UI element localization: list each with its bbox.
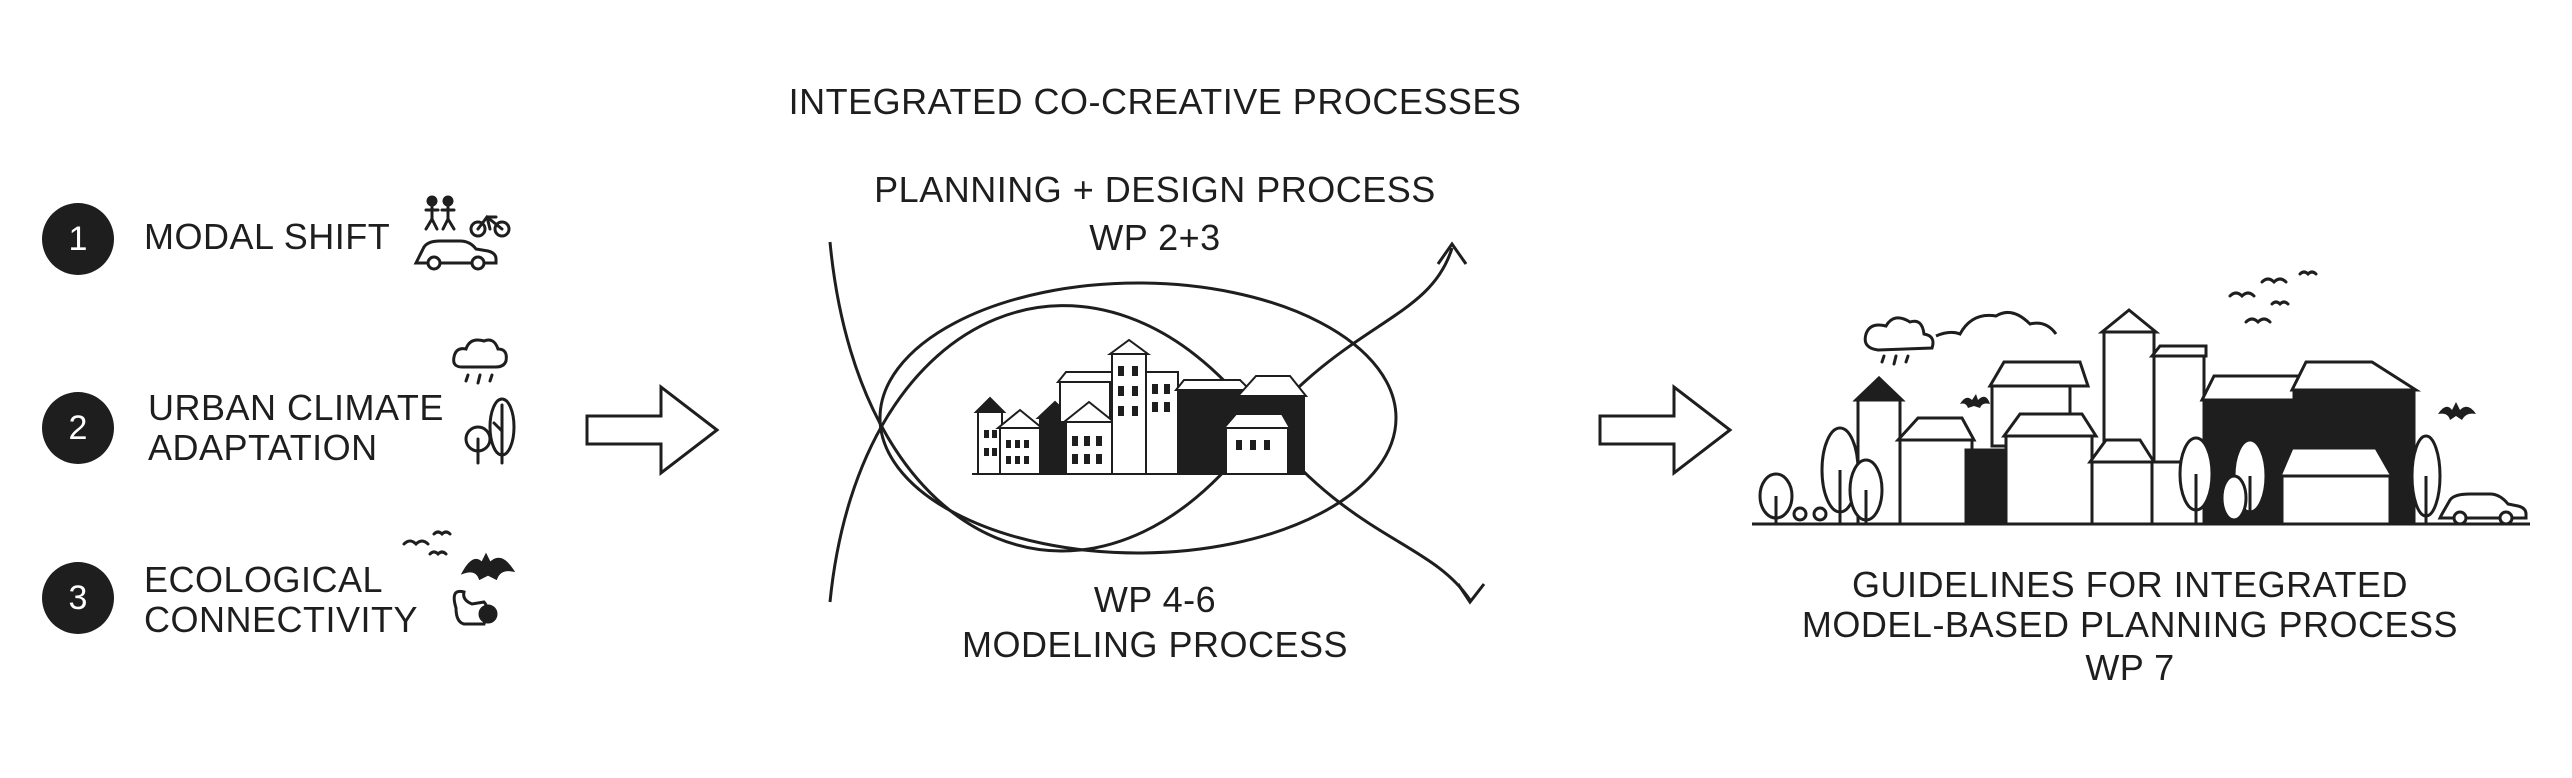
theme-label-ecological-line2: CONNECTIVITY xyxy=(144,599,419,640)
right-city-rain-icon xyxy=(1880,354,1910,366)
planning-design-label: PLANNING + DESIGN PROCESS xyxy=(874,169,1436,210)
right-city-birds-icon xyxy=(2228,270,2318,325)
arrow-right-2-icon xyxy=(1598,383,1733,477)
number-badge-1: 1 xyxy=(42,203,114,275)
number-badge-2: 2 xyxy=(42,392,114,464)
theme-label-modal-shift: MODAL SHIFT xyxy=(144,216,391,257)
modeling-arc xyxy=(828,304,1472,603)
arrowhead-down-icon xyxy=(1456,583,1486,605)
theme-label-ecological-line1: ECOLOGICAL xyxy=(144,559,384,600)
right-city-icon xyxy=(1752,308,2530,526)
guidelines-line1: GUIDELINES FOR INTEGRATED xyxy=(1852,564,2408,605)
arrowhead-up-icon xyxy=(1436,241,1468,265)
theme-label-urban-climate-line1: URBAN CLIMATE xyxy=(148,387,444,428)
modeling-wp: WP 4-6 xyxy=(1093,579,1217,620)
planning-design-wp: WP 2+3 xyxy=(1089,217,1221,258)
birds-bat-squirrel-icon xyxy=(402,530,516,626)
rain-cloud-tree-icon xyxy=(452,338,516,465)
center-city-icon xyxy=(972,338,1309,475)
center-city-windows-icon xyxy=(984,366,1270,464)
modeling-label: MODELING PROCESS xyxy=(961,624,1349,665)
number-badge-3: 3 xyxy=(42,562,114,634)
center-header: INTEGRATED CO-CREATIVE PROCESSES xyxy=(788,81,1522,122)
theme-label-urban-climate-line2: ADAPTATION xyxy=(148,427,378,468)
guidelines-wp: WP 7 xyxy=(2085,647,2175,688)
arrow-right-1-icon xyxy=(585,383,720,477)
planning-arc xyxy=(828,241,1454,553)
pedestrians-bike-car-icon xyxy=(413,195,511,271)
right-city-bats-icon xyxy=(1960,394,2476,420)
guidelines-line2: MODEL-BASED PLANNING PROCESS xyxy=(1801,604,2459,645)
integration-ellipse xyxy=(878,281,1398,555)
